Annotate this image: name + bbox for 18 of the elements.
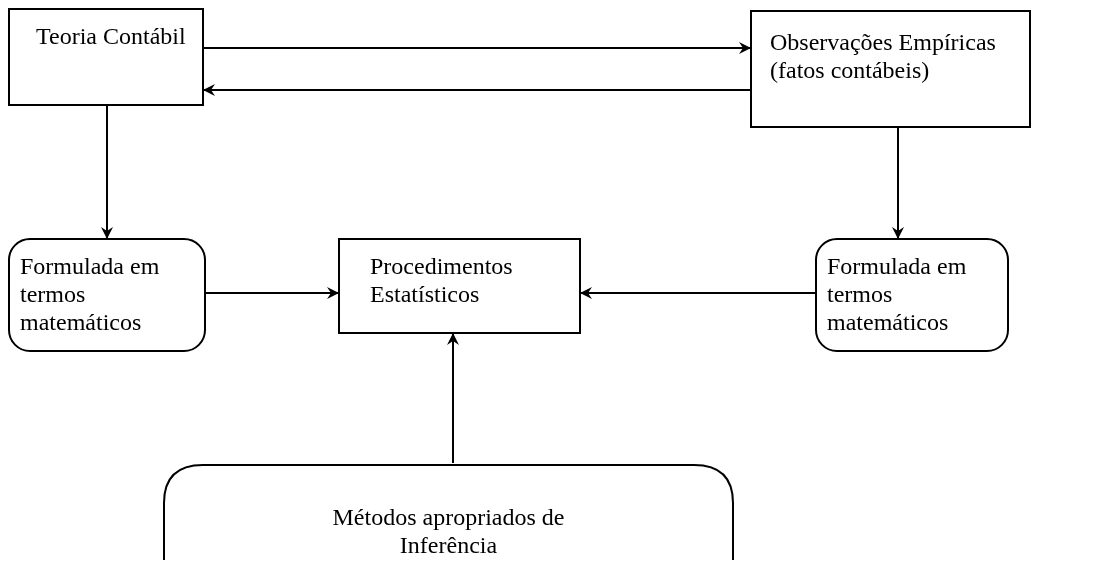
node-label: Procedimentos Estatísticos xyxy=(370,252,514,308)
arrow xyxy=(101,105,113,239)
process-box xyxy=(750,10,1031,128)
node-label: Formulada em termos matemáticos xyxy=(20,252,161,336)
process-box xyxy=(8,8,204,106)
rounded-box xyxy=(815,238,1009,352)
arrow xyxy=(447,333,459,464)
node-label: Métodos apropriados de Inferência xyxy=(331,503,566,559)
arrow xyxy=(203,84,751,96)
process-box xyxy=(338,238,581,334)
rounded-box xyxy=(8,238,206,352)
arrow xyxy=(205,287,339,299)
node-label: Teoria Contábil xyxy=(36,22,186,50)
arrow xyxy=(892,127,904,239)
arrow xyxy=(580,287,816,299)
node-label: Formulada em termos matemáticos xyxy=(827,252,968,336)
node-label: Observações Empíricas (fatos contábeis) xyxy=(770,28,997,84)
arrow xyxy=(203,42,751,54)
